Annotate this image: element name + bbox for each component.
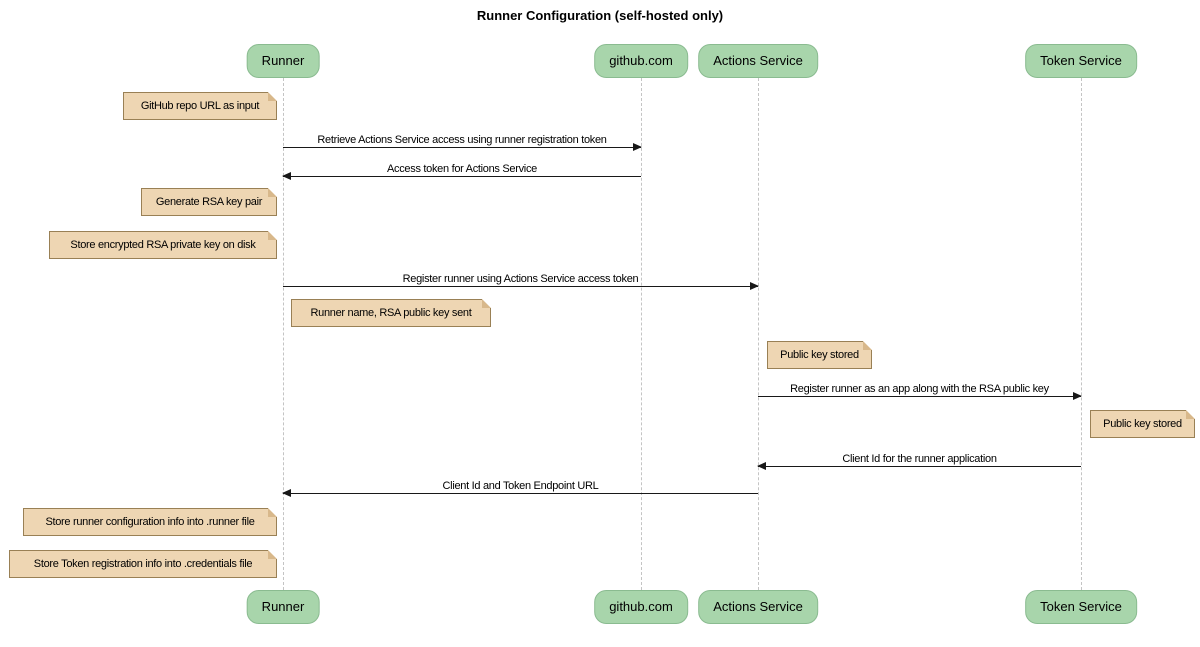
- participant-github-bottom: github.com: [594, 590, 688, 624]
- participant-token-service-bottom: Token Service: [1025, 590, 1137, 624]
- message-label: Register runner using Actions Service ac…: [402, 273, 639, 285]
- lifeline-actions-service: [758, 78, 759, 590]
- lifeline-github: [641, 78, 642, 590]
- note-store-private-key: Store encrypted RSA private key on disk: [49, 231, 277, 259]
- participant-github-top: github.com: [594, 44, 688, 78]
- participant-runner-top: Runner: [246, 44, 320, 78]
- arrowhead-icon: [757, 462, 766, 470]
- arrowhead-icon: [282, 489, 291, 497]
- arrowhead-icon: [282, 172, 291, 180]
- note-github-repo-url: GitHub repo URL as input: [123, 92, 277, 120]
- message-label: Client Id and Token Endpoint URL: [442, 480, 599, 492]
- message-label: Access token for Actions Service: [387, 163, 537, 175]
- note-public-key-stored-token: Public key stored: [1090, 410, 1195, 438]
- note-public-key-stored-actions: Public key stored: [767, 341, 872, 369]
- arrowhead-icon: [633, 143, 642, 151]
- note-store-runner-file: Store runner configuration info into .ru…: [23, 508, 277, 536]
- diagram-title: Runner Configuration (self-hosted only): [476, 8, 724, 23]
- message-label: Register runner as an app along with the…: [790, 383, 1049, 395]
- message-label: Client Id for the runner application: [842, 453, 997, 465]
- participant-token-service-top: Token Service: [1025, 44, 1137, 78]
- arrowhead-icon: [1073, 392, 1082, 400]
- participant-actions-service-top: Actions Service: [698, 44, 818, 78]
- note-generate-rsa: Generate RSA key pair: [141, 188, 277, 216]
- message-register-app: Register runner as an app along with the…: [758, 379, 1082, 400]
- message-label: Retrieve Actions Service access using ru…: [317, 134, 607, 146]
- note-store-credentials-file: Store Token registration info into .cred…: [9, 550, 277, 578]
- lifeline-runner: [283, 78, 284, 590]
- note-runner-name-sent: Runner name, RSA public key sent: [291, 299, 491, 327]
- message-retrieve-access: Retrieve Actions Service access using ru…: [283, 130, 642, 151]
- message-access-token: Access token for Actions Service: [282, 159, 641, 180]
- lifeline-token-service: [1081, 78, 1082, 590]
- arrowhead-icon: [750, 282, 759, 290]
- message-client-id: Client Id for the runner application: [757, 449, 1081, 470]
- message-client-id-endpoint: Client Id and Token Endpoint URL: [282, 476, 758, 497]
- message-register-runner: Register runner using Actions Service ac…: [283, 269, 759, 290]
- participant-actions-service-bottom: Actions Service: [698, 590, 818, 624]
- participant-runner-bottom: Runner: [246, 590, 320, 624]
